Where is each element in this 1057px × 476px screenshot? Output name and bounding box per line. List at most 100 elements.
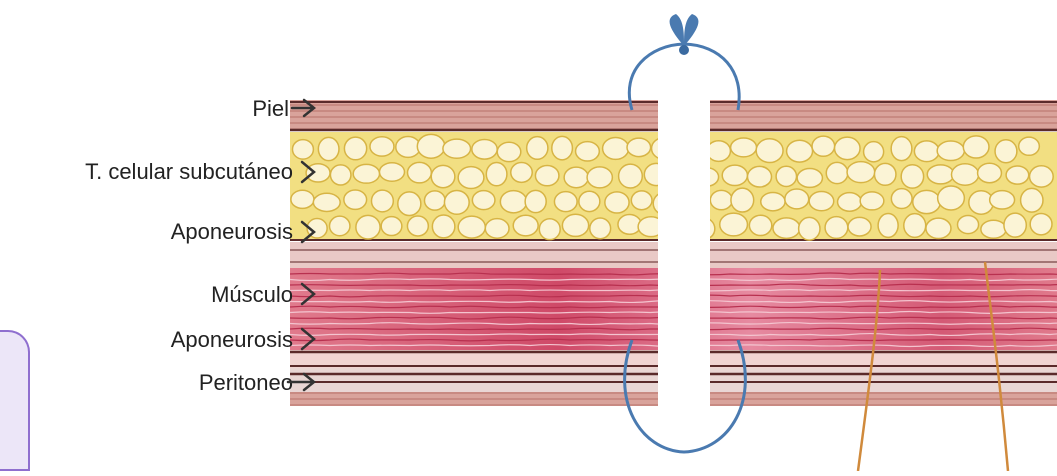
fat-lobule: [776, 166, 796, 186]
fat-lobule: [424, 191, 445, 210]
fat-lobule: [525, 190, 546, 212]
fat-lobule: [913, 190, 941, 213]
fat-lobule: [458, 216, 485, 238]
fat-lobule: [874, 163, 895, 185]
fat-lobule: [1030, 213, 1052, 234]
fat-lobule: [313, 193, 340, 211]
fat-lobule: [344, 137, 366, 160]
fat-lobule: [1021, 188, 1043, 212]
label-piel: Piel: [252, 96, 289, 122]
incision-gap: [658, 95, 710, 425]
label-aponeurosis-2: Aponeurosis: [171, 327, 293, 353]
fat-lobule: [826, 162, 848, 183]
fat-lobule: [497, 142, 521, 161]
fat-lobule: [552, 136, 573, 160]
fat-lobule: [847, 162, 875, 183]
fat-lobule: [809, 191, 834, 210]
fat-lobule: [914, 141, 939, 162]
fat-lobule: [904, 214, 926, 238]
fat-lobule: [562, 214, 588, 236]
fat-lobule: [838, 193, 862, 212]
fat-lobule: [353, 164, 379, 183]
fat-lobule: [292, 140, 313, 159]
suture-knot-icon: [670, 14, 699, 55]
fat-lobule: [407, 216, 428, 236]
fat-lobule: [835, 137, 860, 159]
fat-lobule: [707, 141, 731, 162]
fat-lobule: [486, 163, 507, 186]
fat-lobule: [576, 142, 600, 161]
fat-lobule: [749, 215, 771, 235]
fat-lobule: [513, 215, 538, 236]
fat-lobule: [756, 139, 783, 163]
fat-lobule: [381, 217, 402, 236]
fat-lobule: [432, 215, 454, 238]
fat-lobule: [291, 190, 314, 208]
fat-lobule: [330, 216, 350, 236]
fat-lobule: [605, 192, 629, 213]
fat-lobule: [990, 191, 1015, 209]
fat-lobule: [812, 136, 835, 156]
fat-lobule: [981, 220, 1006, 238]
fat-lobule: [891, 189, 912, 209]
fat-lobule: [1004, 213, 1026, 237]
fat-lobule: [619, 164, 643, 188]
fat-lobule: [408, 162, 432, 182]
fat-lobule: [472, 191, 495, 210]
fat-lobule: [963, 136, 989, 158]
label-musculo: Músculo: [211, 282, 293, 308]
fat-lobule: [564, 167, 588, 188]
fat-lobule: [927, 165, 954, 184]
fat-lobule: [1019, 137, 1040, 155]
fat-lobule: [720, 213, 748, 236]
fat-lobule: [356, 215, 380, 239]
fat-lobule: [344, 190, 367, 209]
label-tejido: T. celular subcutáneo: [85, 159, 293, 185]
fat-lobule: [825, 217, 848, 239]
fat-lobule: [500, 191, 526, 213]
fat-lobule: [797, 168, 822, 187]
fat-lobule: [787, 140, 813, 162]
fat-lobule: [458, 167, 484, 189]
fat-lobule: [731, 138, 757, 157]
fat-lobule: [485, 219, 509, 239]
fat-lobule: [864, 142, 884, 162]
fat-lobule: [511, 162, 532, 182]
label-aponeurosis-1: Aponeurosis: [171, 219, 293, 245]
fat-lobule: [995, 140, 1017, 163]
fat-lobule: [539, 219, 560, 240]
fat-lobule: [587, 167, 612, 188]
fat-lobule: [431, 165, 455, 187]
fat-lobule: [379, 163, 404, 182]
fat-lobule: [554, 192, 577, 212]
fat-lobule: [848, 217, 871, 236]
fat-lobule: [306, 164, 330, 182]
label-peritoneo: Peritoneo: [199, 370, 293, 396]
fat-lobule: [860, 192, 884, 210]
fat-lobule: [958, 216, 979, 234]
fat-lobule: [417, 134, 445, 158]
fat-lobule: [978, 163, 1002, 183]
fat-lobule: [1030, 166, 1054, 187]
fat-lobule: [527, 137, 548, 160]
fat-lobule: [579, 191, 600, 211]
fat-lobule: [747, 166, 771, 187]
fat-lobule: [631, 191, 652, 210]
fat-lobule: [761, 193, 785, 211]
fat-lobule: [731, 188, 754, 212]
fat-lobule: [444, 190, 469, 214]
fat-lobule: [901, 165, 923, 188]
fat-lobule: [307, 219, 327, 238]
fat-lobule: [891, 137, 912, 161]
fat-lobule: [799, 217, 820, 240]
fat-lobule: [938, 186, 965, 210]
fat-lobule: [330, 165, 351, 185]
fat-lobule: [710, 190, 732, 209]
fat-lobule: [398, 192, 421, 216]
fat-lobule: [951, 164, 978, 185]
fat-lobule: [603, 137, 629, 159]
fat-lobule: [627, 138, 651, 157]
side-tab[interactable]: [0, 330, 30, 471]
fat-lobule: [1006, 166, 1029, 184]
fat-lobule: [318, 137, 339, 160]
